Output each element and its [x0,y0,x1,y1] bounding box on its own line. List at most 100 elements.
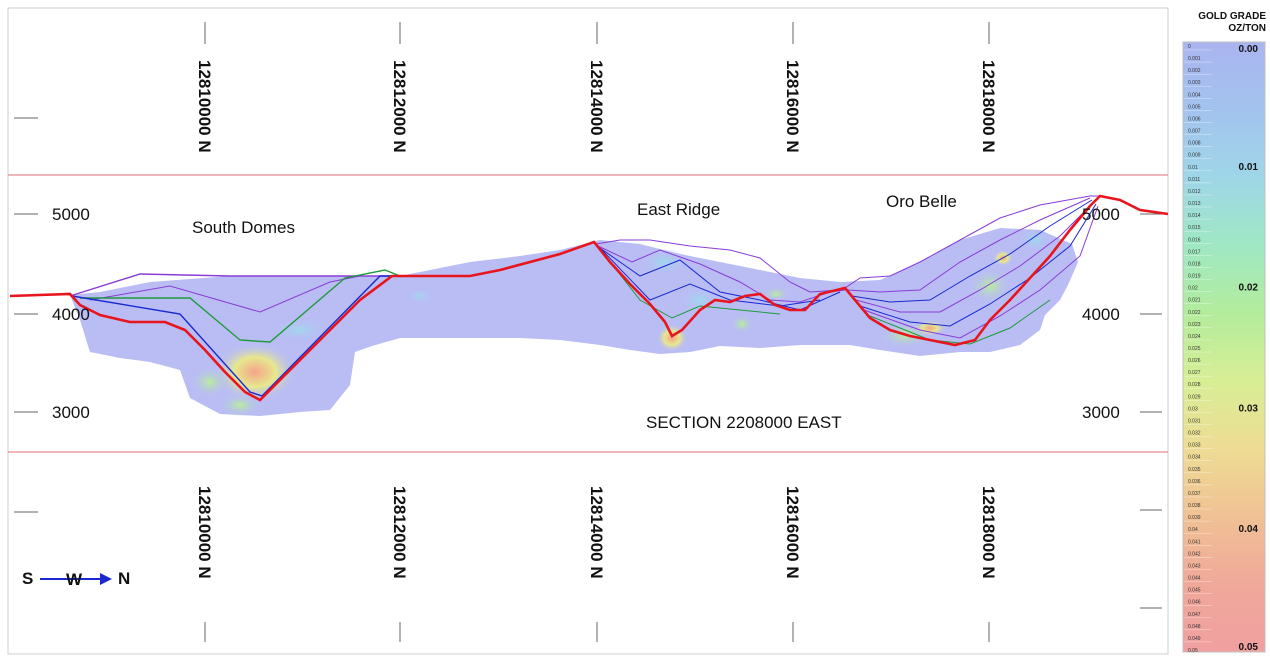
northing-labels-top: 12810000 N 12812000 N 12814000 N 1281600… [195,60,998,153]
northing-label: 12812000 N [390,60,409,153]
legend-minor-label: 0.014 [1188,213,1201,219]
legend-minor-label: 0.042 [1188,551,1201,557]
legend-minor-label: 0.034 [1188,455,1201,461]
legend-minor-label: 0.04 [1188,527,1198,533]
legend-major-label: 0.05 [1239,642,1259,653]
east-ridge-label: East Ridge [637,200,720,219]
legend-minor-label: 0.016 [1188,237,1201,243]
legend-minor-label: 0.017 [1188,249,1201,255]
legend-minor-label: 0.039 [1188,515,1201,521]
legend-minor-label: 0.045 [1188,588,1201,594]
elevation-label: 3000 [1082,403,1120,422]
elevation-labels-left: 5000 4000 3000 [52,205,90,422]
northing-label: 12814000 N [587,486,606,579]
legend-title: GOLD GRADE [1198,11,1266,22]
legend-major-labels: 0.00 0.01 0.02 0.03 0.04 0.05 [1239,44,1259,653]
legend-minor-label: 0.007 [1188,129,1201,135]
legend-minor-label: 0.026 [1188,358,1201,364]
legend-minor-label: 0.015 [1188,225,1201,231]
compass-arrowhead-icon [100,573,112,585]
legend-minor-label: 0.023 [1188,322,1201,328]
legend-minor-label: 0.001 [1188,56,1201,62]
legend-minor-label: 0.033 [1188,443,1201,449]
legend-major-label: 0.04 [1239,524,1259,535]
legend-minor-label: 0.047 [1188,612,1201,618]
compass-north-label: N [118,569,130,588]
legend-minor-label: 0.02 [1188,286,1198,292]
northing-label: 12816000 N [783,60,802,153]
legend-minor-label: 0.049 [1188,636,1201,642]
legend-minor-label: 0.046 [1188,600,1201,606]
legend-minor-label: 0.013 [1188,201,1201,207]
legend-major-label: 0.03 [1239,403,1259,414]
legend-minor-label: 0.024 [1188,334,1201,340]
legend-minor-label: 0.03 [1188,406,1198,412]
northing-label: 12814000 N [587,60,606,153]
legend-minor-label: 0.022 [1188,310,1201,316]
legend-minor-label: 0.031 [1188,419,1201,425]
legend-minor-label: 0.009 [1188,153,1201,159]
legend-minor-label: 0.048 [1188,624,1201,630]
legend-minor-label: 0.05 [1188,648,1198,654]
northing-label: 12810000 N [195,60,214,153]
legend-minor-label: 0 [1188,44,1191,50]
pit-shells-south-domes [69,269,401,397]
section-label: SECTION 2208000 EAST [646,413,842,432]
legend-minor-label: 0.038 [1188,503,1201,509]
legend-color-bar [1182,41,1266,653]
compass-west-label: W [66,570,83,589]
northing-label: 12812000 N [390,486,409,579]
legend-minor-label: 0.041 [1188,539,1201,545]
legend-minor-label: 0.011 [1188,177,1200,183]
elevation-label: 4000 [52,305,90,324]
northing-label: 12810000 N [195,486,214,579]
legend-minor-label: 0.027 [1188,370,1201,376]
elevation-label: 5000 [1082,205,1120,224]
topography-line [9,194,1169,402]
legend-major-label: 0.01 [1239,162,1259,173]
elevation-labels-right: 5000 4000 3000 [1082,205,1120,422]
northing-label: 12818000 N [979,60,998,153]
legend-minor-label: 0.029 [1188,394,1201,400]
grade-legend: GOLD GRADE OZ/TON 00.0010.0020.0030.0040… [1182,11,1266,655]
legend-minor-label: 0.028 [1188,382,1201,388]
legend-minor-label: 0.035 [1188,467,1201,473]
oro-belle-label: Oro Belle [886,192,957,211]
elevation-label: 3000 [52,403,90,422]
northing-labels-bottom: 12810000 N 12812000 N 12814000 N 1281600… [195,486,998,579]
pit-shells-east-ridge [595,239,846,319]
northing-label: 12818000 N [979,486,998,579]
legend-minor-label: 0.018 [1188,261,1201,267]
legend-minor-label: 0.01 [1188,165,1198,171]
legend-minor-label: 0.037 [1188,491,1201,497]
legend-minor-label: 0.032 [1188,431,1201,437]
elevation-label: 4000 [1082,305,1120,324]
compass-south-label: S [22,569,33,588]
elevation-ticks [14,117,1162,609]
south-domes-label: South Domes [192,218,295,237]
legend-minor-label: 0.025 [1188,346,1201,352]
legend-minor-label: 0.021 [1188,298,1201,304]
legend-minor-label: 0.012 [1188,189,1201,195]
legend-minor-label: 0.044 [1188,576,1201,582]
elevation-label: 5000 [52,205,90,224]
legend-minor-label: 0.002 [1188,68,1201,74]
northing-label: 12816000 N [783,486,802,579]
legend-minor-label: 0.008 [1188,141,1201,147]
legend-minor-label: 0.043 [1188,563,1201,569]
legend-major-label: 0.00 [1239,44,1259,55]
legend-minor-label: 0.036 [1188,479,1201,485]
legend-minor-label: 0.003 [1188,80,1201,86]
legend-minor-label: 0.006 [1188,117,1201,123]
legend-minor-label: 0.019 [1188,274,1201,280]
block-model [70,228,1078,417]
legend-subtitle: OZ/TON [1228,23,1266,34]
legend-minor-label: 0.005 [1188,104,1201,110]
legend-major-label: 0.02 [1239,283,1259,294]
legend-minor-labels: 0 0.001 0.002 0.003 0.004 0.005 0.006 0.007 0.00… [1184,44,1212,655]
pit-shells-oro-belle [844,195,1100,345]
legend-minor-label: 0.004 [1188,92,1201,98]
compass: S W N [22,569,130,589]
northing-ticks [204,22,990,642]
